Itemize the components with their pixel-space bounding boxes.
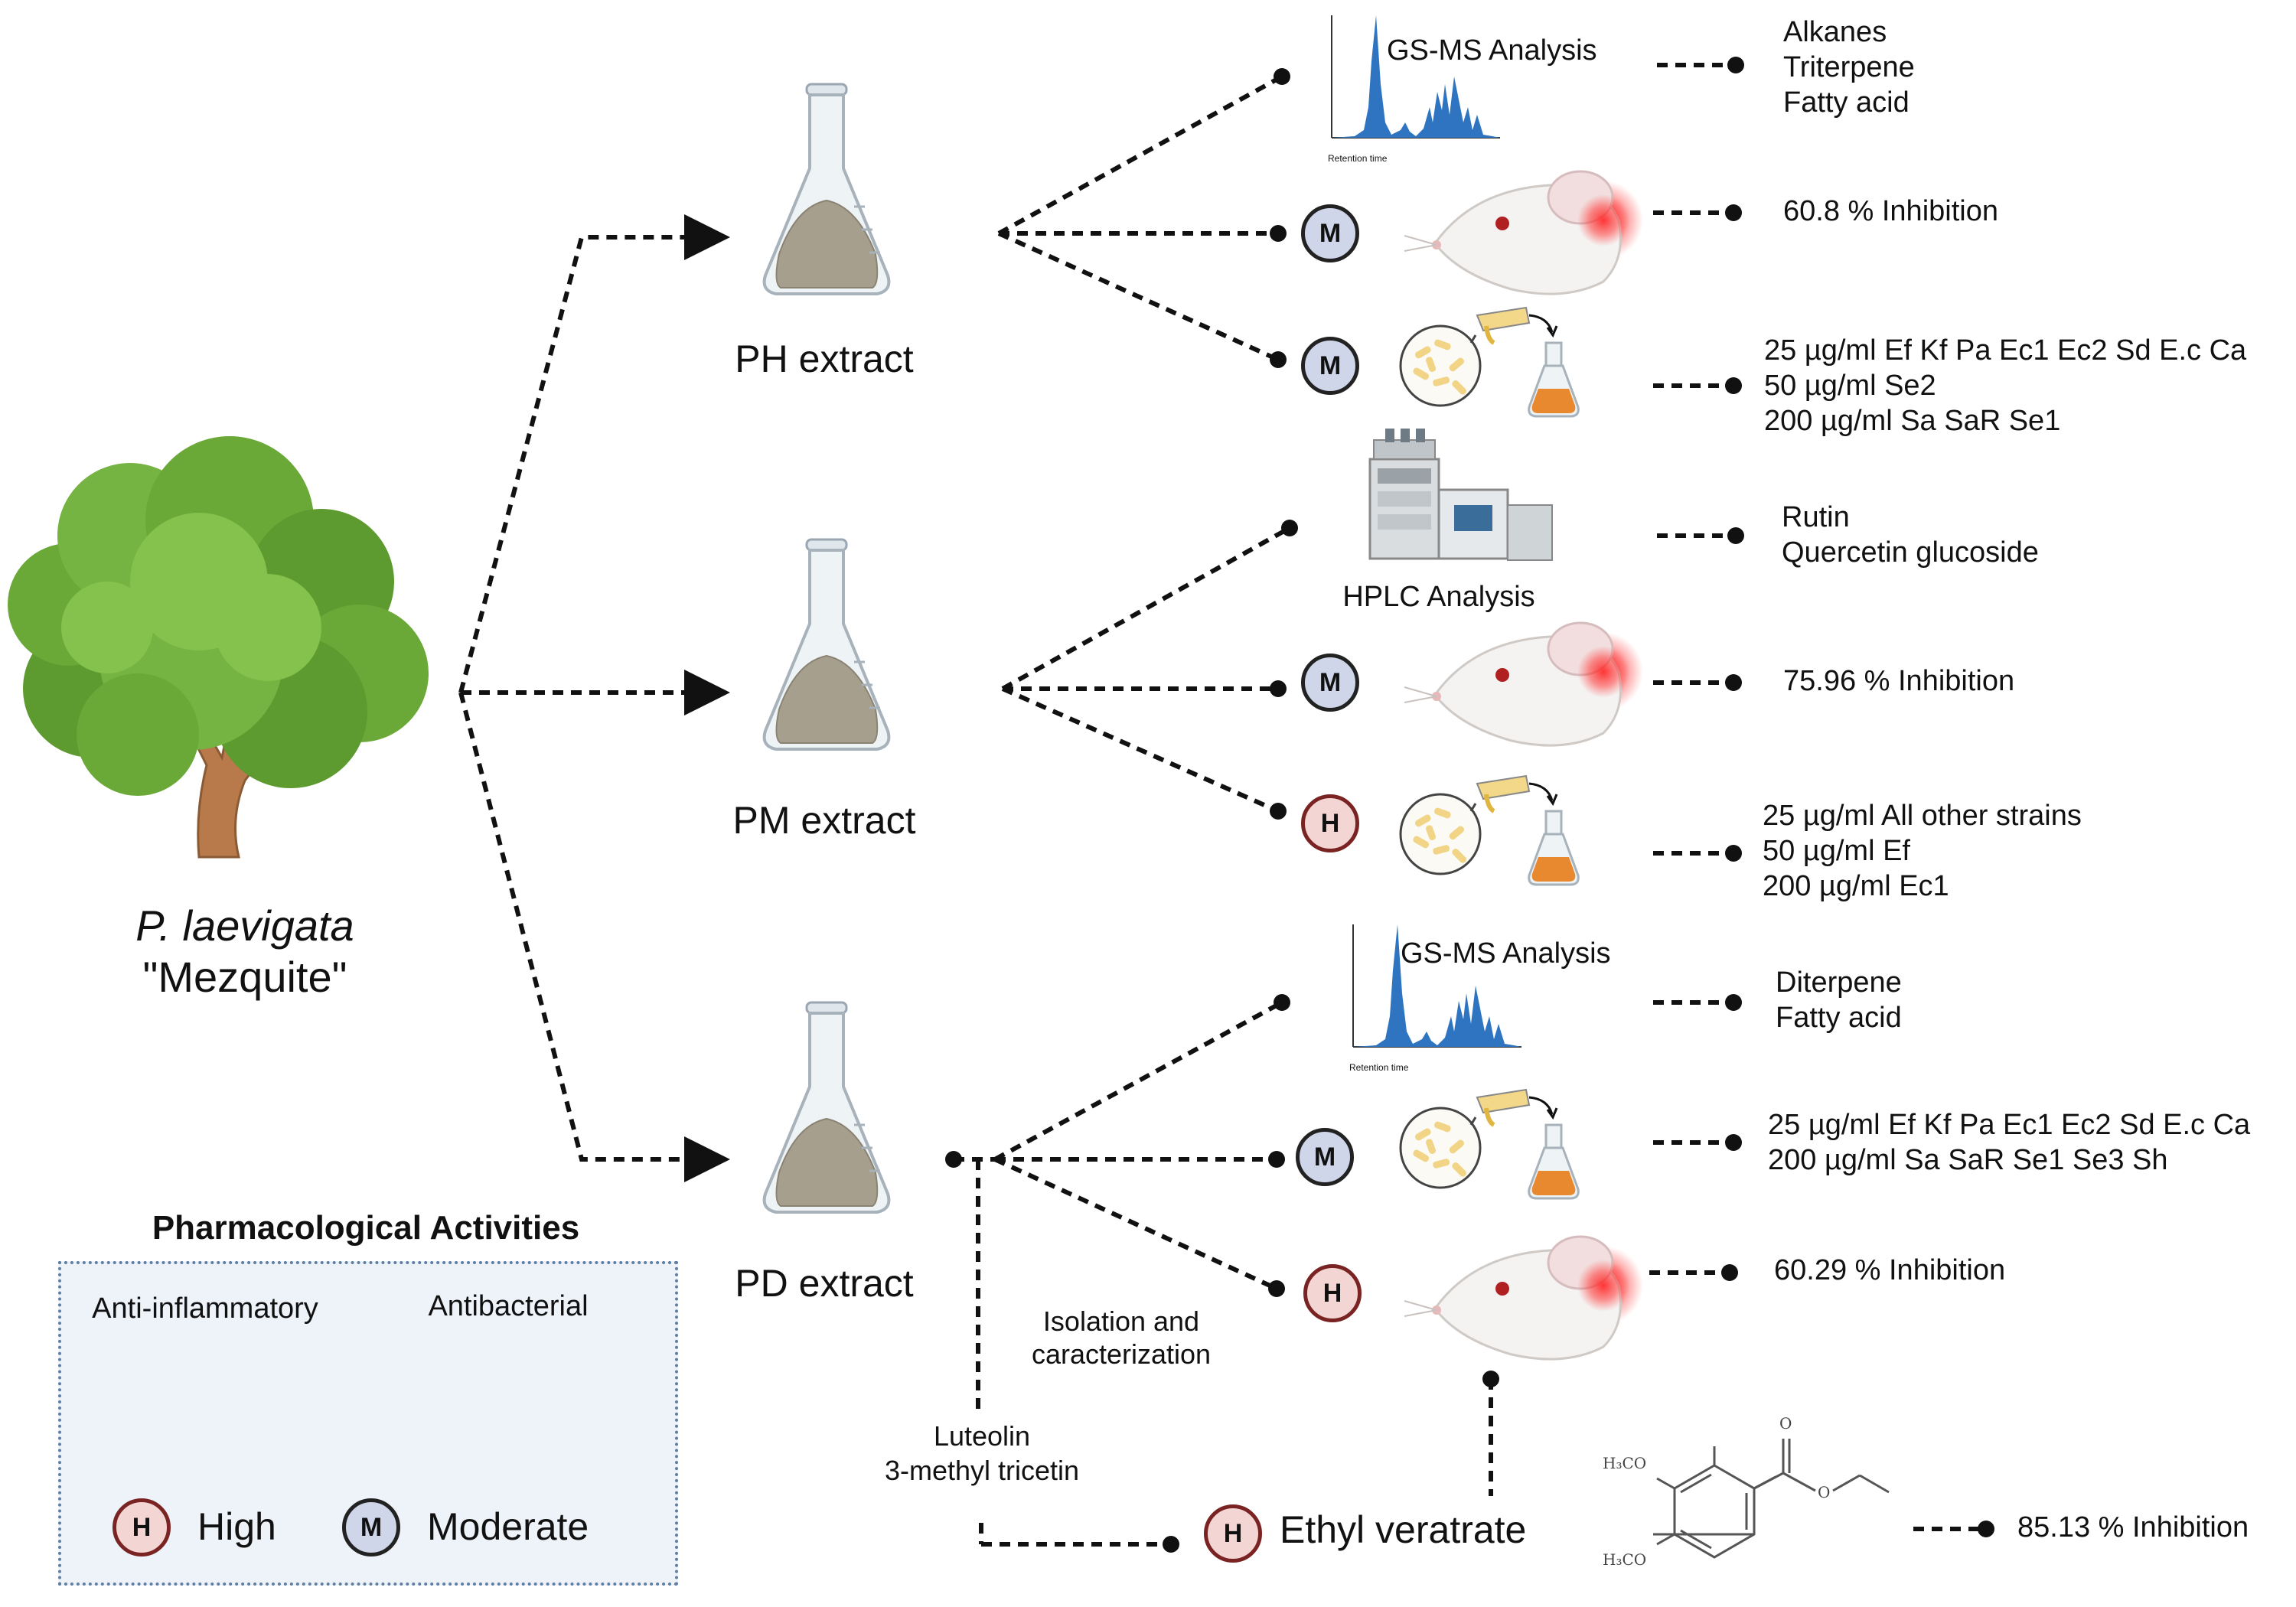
- rat-pd-icon: [1403, 1235, 1645, 1361]
- ph-gcms-result-1: Alkanes: [1783, 16, 1887, 48]
- rat-pm-icon: [1403, 621, 1645, 747]
- chromatogram-pd-xlabel: Retention time: [1349, 1062, 1409, 1073]
- pd-antibacterial-result-1: 25 µg/ml Ef Kf Pa Ec1 Ec2 Sd E.c Ca: [1768, 1109, 2251, 1141]
- pm-antiinflammatory-result: 75.96 % Inhibition: [1783, 665, 2015, 697]
- rat-ph-icon: [1403, 170, 1645, 295]
- pd-gcms-result-1: Diterpene: [1776, 966, 1902, 999]
- legend-moderate-badge: M: [342, 1498, 400, 1556]
- tree-icon: [8, 436, 429, 859]
- gcms-pd-label: GS-MS Analysis: [1401, 937, 1611, 970]
- badge-high-pm-antibacterial: H: [1301, 794, 1359, 852]
- extract-pm-label: PM extract: [732, 799, 916, 842]
- flask-pm-icon: [762, 538, 891, 751]
- badge-moderate-ph-antibacterial: M: [1301, 337, 1359, 395]
- chem-carbonyl-o: O: [1779, 1414, 1792, 1433]
- legend-high-label: High: [197, 1505, 276, 1548]
- legend-high-badge: H: [113, 1498, 171, 1556]
- antibacterial-pd-icon: [1401, 1090, 1578, 1198]
- legend-title: Pharmacological Activities: [152, 1209, 580, 1247]
- ethyl-veratrate-structure: [1653, 1439, 1890, 1559]
- flask-pd-icon: [762, 1001, 891, 1214]
- extract-ph-label: PH extract: [735, 337, 914, 380]
- ph-antibacterial-result-2: 50 µg/ml Se2: [1764, 370, 1936, 402]
- chromatogram-ph-xlabel: Retention time: [1328, 153, 1388, 164]
- antibacterial-pm-icon: [1401, 776, 1578, 885]
- pd-antiinflammatory-result: 60.29 % Inhibition: [1774, 1254, 2006, 1286]
- ph-antibacterial-result-3: 200 µg/ml Sa SaR Se1: [1764, 405, 2061, 437]
- chem-ester-o: O: [1818, 1483, 1831, 1501]
- ph-gcms-result-3: Fatty acid: [1783, 86, 1910, 119]
- ph-gcms-result-2: Triterpene: [1783, 51, 1915, 83]
- hplc-label: HPLC Analysis: [1342, 581, 1535, 613]
- pd-antibacterial-result-2: 200 µg/ml Sa SaR Se1 Se3 Sh: [1768, 1144, 2168, 1176]
- ph-antibacterial-result-1: 25 µg/ml Ef Kf Pa Ec1 Ec2 Sd E.c Ca: [1764, 334, 2247, 367]
- ethyl-veratrate-label: Ethyl veratrate: [1280, 1508, 1527, 1551]
- gcms-ph-label: GS-MS Analysis: [1387, 34, 1597, 67]
- compound-label-1: Luteolin: [933, 1420, 1031, 1452]
- badge-high-pd-antiinflammatory: H: [1303, 1264, 1362, 1322]
- flask-ph-icon: [762, 83, 891, 295]
- badge-high-ethyl-veratrate: H: [1204, 1504, 1262, 1563]
- ph-antiinflammatory-result: 60.8 % Inhibition: [1783, 195, 1998, 227]
- badge-moderate-pm-antiinflammatory: M: [1301, 654, 1359, 712]
- chem-methoxy-bottom: H₃CO: [1603, 1550, 1647, 1569]
- legend-antibacterial-label: Antibacterial: [428, 1290, 589, 1322]
- ethyl-veratrate-result: 85.13 % Inhibition: [2017, 1511, 2249, 1543]
- legend-moderate-label: Moderate: [427, 1505, 589, 1548]
- pm-hplc-result-2: Quercetin glucoside: [1782, 536, 2039, 569]
- pm-hplc-result-1: Rutin: [1782, 501, 1850, 533]
- species-common-name: "Mezquite": [142, 953, 347, 1001]
- pm-antibacterial-result-1: 25 µg/ml All other strains: [1763, 800, 2082, 832]
- compound-label-2: 3-methyl tricetin: [884, 1455, 1080, 1486]
- legend-anti-inflammatory-label: Anti-inflammatory: [92, 1292, 318, 1325]
- badge-moderate-pd-antibacterial: M: [1296, 1128, 1354, 1186]
- pm-antibacterial-result-3: 200 µg/ml Ec1: [1763, 870, 1949, 902]
- isolation-label-2: caracterization: [1031, 1338, 1212, 1370]
- antibacterial-ph-icon: [1401, 308, 1578, 416]
- species-name: P. laevigata: [135, 901, 354, 950]
- badge-moderate-ph-antiinflammatory: M: [1301, 204, 1359, 262]
- chem-methoxy-top: H₃CO: [1603, 1454, 1647, 1472]
- pd-gcms-result-2: Fatty acid: [1776, 1002, 1902, 1034]
- isolation-label-1: Isolation and: [1042, 1305, 1200, 1337]
- extract-pd-label: PD extract: [735, 1262, 914, 1305]
- hplc-instrument-icon: [1368, 429, 1553, 561]
- pm-antibacterial-result-2: 50 µg/ml Ef: [1763, 835, 1910, 867]
